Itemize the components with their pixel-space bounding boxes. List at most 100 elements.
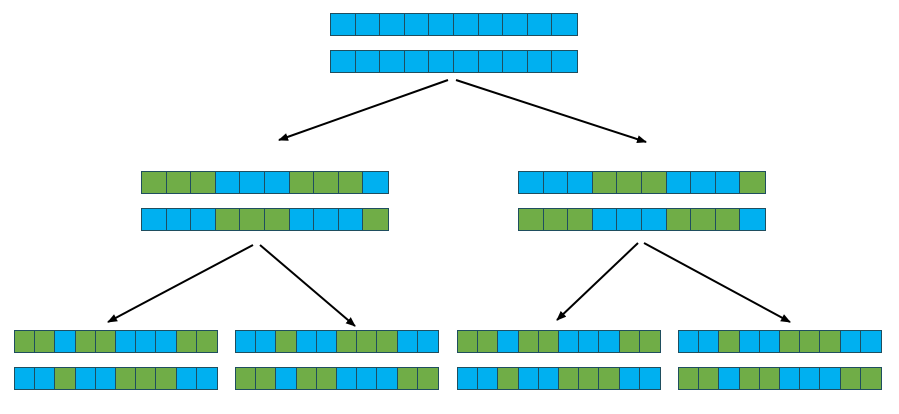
gene-cell-green xyxy=(639,331,661,352)
level2-node-2-chromosome-2 xyxy=(235,367,439,390)
gene-cell-blue xyxy=(357,368,378,389)
gene-cell-blue xyxy=(355,14,381,35)
gene-cell-blue xyxy=(820,368,841,389)
gene-cell-blue xyxy=(800,368,821,389)
arrow-root-to-right xyxy=(455,79,647,144)
gene-cell-blue xyxy=(568,172,593,193)
gene-cell-blue xyxy=(264,172,290,193)
gene-cell-blue xyxy=(380,51,405,72)
gene-cell-blue xyxy=(55,331,76,352)
gene-cell-blue xyxy=(337,368,358,389)
gene-cell-green xyxy=(276,331,297,352)
gene-cell-blue xyxy=(380,14,405,35)
gene-cell-blue xyxy=(619,368,640,389)
gene-cell-green xyxy=(337,331,358,352)
gene-cell-blue xyxy=(740,209,765,230)
gene-cell-green xyxy=(840,368,861,389)
gene-cell-blue xyxy=(719,368,740,389)
gene-cell-green xyxy=(417,368,439,389)
gene-cell-green xyxy=(35,331,56,352)
gene-cell-blue xyxy=(639,368,661,389)
gene-cell-green xyxy=(715,209,741,230)
gene-cell-blue xyxy=(15,368,36,389)
gene-cell-green xyxy=(236,368,257,389)
gene-cell-blue xyxy=(715,172,741,193)
gene-cell-green xyxy=(240,209,265,230)
gene-cell-blue xyxy=(355,51,381,72)
gene-cell-blue xyxy=(256,331,277,352)
gene-cell-blue xyxy=(478,51,504,72)
gene-cell-blue xyxy=(240,172,265,193)
gene-cell-green xyxy=(592,172,618,193)
level1-node-2-chromosome-2 xyxy=(518,208,766,231)
gene-cell-blue xyxy=(519,172,544,193)
gene-cell-green xyxy=(579,368,600,389)
gene-cell-blue xyxy=(289,209,315,230)
gene-cell-green xyxy=(377,331,398,352)
gene-cell-blue xyxy=(404,51,430,72)
gene-cell-green xyxy=(641,172,667,193)
gene-cell-blue xyxy=(377,368,398,389)
gene-cell-blue xyxy=(142,209,167,230)
gene-cell-blue xyxy=(166,209,192,230)
gene-cell-green xyxy=(679,368,700,389)
gene-cell-blue xyxy=(478,368,499,389)
level2-node-3-chromosome-1 xyxy=(457,330,661,353)
arrow-right-to-child-3 xyxy=(556,242,639,321)
gene-cell-blue xyxy=(739,331,760,352)
gene-cell-green xyxy=(617,172,642,193)
gene-cell-green xyxy=(800,331,821,352)
gene-cell-green xyxy=(519,209,544,230)
gene-cell-green xyxy=(820,331,841,352)
gene-cell-blue xyxy=(559,331,580,352)
gene-cell-blue xyxy=(35,368,56,389)
level2-node-1-chromosome-2 xyxy=(14,367,218,390)
arrow-right-to-child-4 xyxy=(643,242,791,323)
gene-cell-blue xyxy=(679,331,700,352)
level2-node-1-chromosome-1 xyxy=(14,330,218,353)
gene-cell-blue xyxy=(641,209,667,230)
gene-cell-green xyxy=(363,209,388,230)
level2-node-4-chromosome-1 xyxy=(678,330,882,353)
gene-cell-green xyxy=(316,368,338,389)
arrow-left-to-child-2 xyxy=(259,244,356,327)
gene-cell-blue xyxy=(518,368,539,389)
gene-cell-blue xyxy=(543,172,569,193)
gene-cell-blue xyxy=(860,331,882,352)
gene-cell-blue xyxy=(236,331,257,352)
gene-cell-blue xyxy=(397,331,418,352)
gene-cell-green xyxy=(136,368,157,389)
gene-cell-green xyxy=(860,368,882,389)
gene-cell-green xyxy=(739,368,760,389)
gene-cell-blue xyxy=(666,172,692,193)
level2-node-3-chromosome-2 xyxy=(457,367,661,390)
gene-cell-green xyxy=(142,172,167,193)
gene-cell-blue xyxy=(176,368,197,389)
gene-cell-green xyxy=(699,368,720,389)
gene-cell-green xyxy=(338,172,364,193)
root-chromosome-1 xyxy=(330,13,578,36)
gene-cell-blue xyxy=(156,331,177,352)
gene-cell-blue xyxy=(331,14,356,35)
gene-cell-blue xyxy=(498,331,519,352)
gene-cell-blue xyxy=(417,331,439,352)
gene-cell-blue xyxy=(191,209,216,230)
level1-node-2-chromosome-1 xyxy=(518,171,766,194)
gene-cell-blue xyxy=(95,368,117,389)
gene-cell-green xyxy=(289,172,315,193)
gene-cell-blue xyxy=(759,331,781,352)
gene-cell-green xyxy=(478,331,499,352)
gene-cell-blue xyxy=(840,331,861,352)
gene-cell-blue xyxy=(136,331,157,352)
gene-cell-blue xyxy=(331,51,356,72)
level1-node-1-chromosome-2 xyxy=(141,208,389,231)
gene-cell-green xyxy=(357,331,378,352)
gene-cell-blue xyxy=(579,331,600,352)
gene-cell-blue xyxy=(478,14,504,35)
gene-cell-blue xyxy=(503,51,528,72)
gene-cell-blue xyxy=(404,14,430,35)
gene-cell-blue xyxy=(780,368,801,389)
gene-cell-green xyxy=(691,209,716,230)
